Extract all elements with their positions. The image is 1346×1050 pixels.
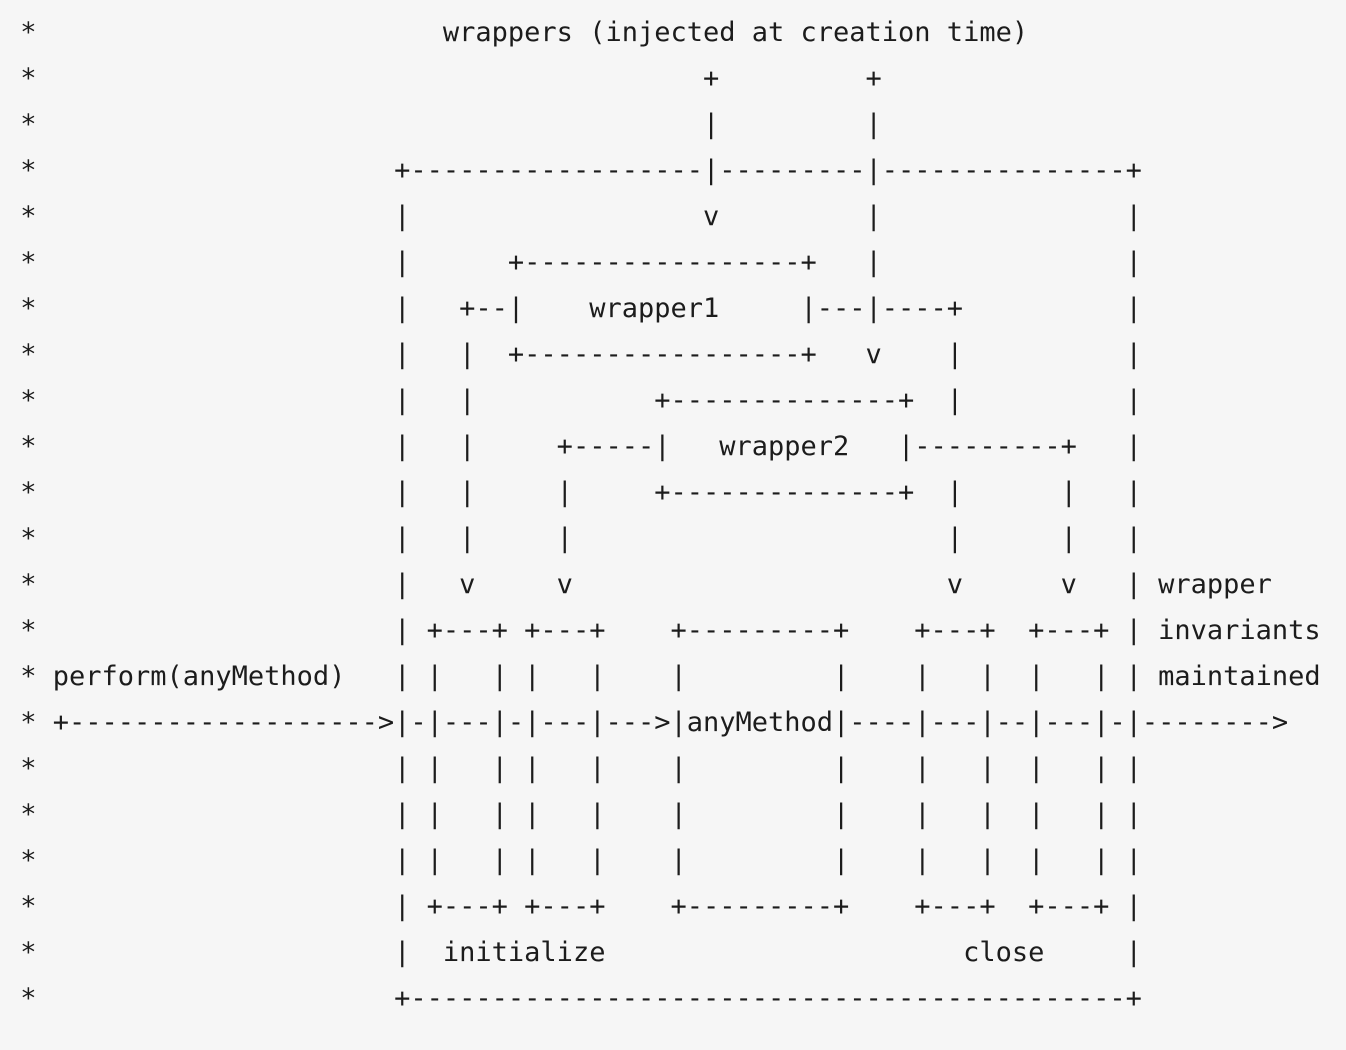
- method-boxes-top-invariants-label-line: * | +---+ +---+ +---------+ +---+ +---+ …: [4, 615, 1321, 646]
- perform-maintained-label-line: * perform(anyMethod) | | | | | | | | | |…: [4, 661, 1321, 692]
- initialize-close-label-line: * | initialize close |: [4, 937, 1142, 968]
- wrapper1-box-top-border: * | +-----------------+ | |: [4, 247, 1142, 278]
- method-boxes-bottom-border: * | +---+ +---+ +---------+ +---+ +---+ …: [4, 891, 1142, 922]
- outer-box-bottom-border: * +-------------------------------------…: [4, 983, 1142, 1014]
- wrapper2-box-bottom-border: * | | | +--------------+ | | |: [4, 477, 1142, 508]
- wrapper1-box-bottom-border: * | | +-----------------+ v | |: [4, 339, 1142, 370]
- method-boxes-sides-line-2: * | | | | | | | | | | | |: [4, 799, 1142, 830]
- injection-verticals-line: * | |: [4, 109, 882, 140]
- wrapper2-box-row: * | | +-----| wrapper2 |---------+ |: [4, 431, 1142, 462]
- chain-verticals-line: * | | | | | |: [4, 523, 1142, 554]
- method-boxes-sides-line-1: * | | | | | | | | | | | |: [4, 753, 1142, 784]
- injection-arrowhead-line: * | v | |: [4, 201, 1142, 232]
- wrapper2-box-top-border: * | | +--------------+ | |: [4, 385, 1142, 416]
- ascii-wrapper-diagram: * wrappers (injected at creation time) *…: [4, 10, 1346, 1022]
- perform-arrow-line: * +------------------->|-|---|-|---|--->…: [4, 707, 1289, 738]
- wrapper1-box-row: * | +--| wrapper1 |---|----+ |: [4, 293, 1142, 324]
- injection-stubs-line: * + +: [4, 63, 882, 94]
- chain-arrowheads-wrapper-label-line: * | v v v v | wrapper: [4, 569, 1272, 600]
- title-line: * wrappers (injected at creation time): [4, 17, 1029, 48]
- method-boxes-sides-line-3: * | | | | | | | | | | | |: [4, 845, 1142, 876]
- outer-box-top-border: * +------------------|---------|--------…: [4, 155, 1142, 186]
